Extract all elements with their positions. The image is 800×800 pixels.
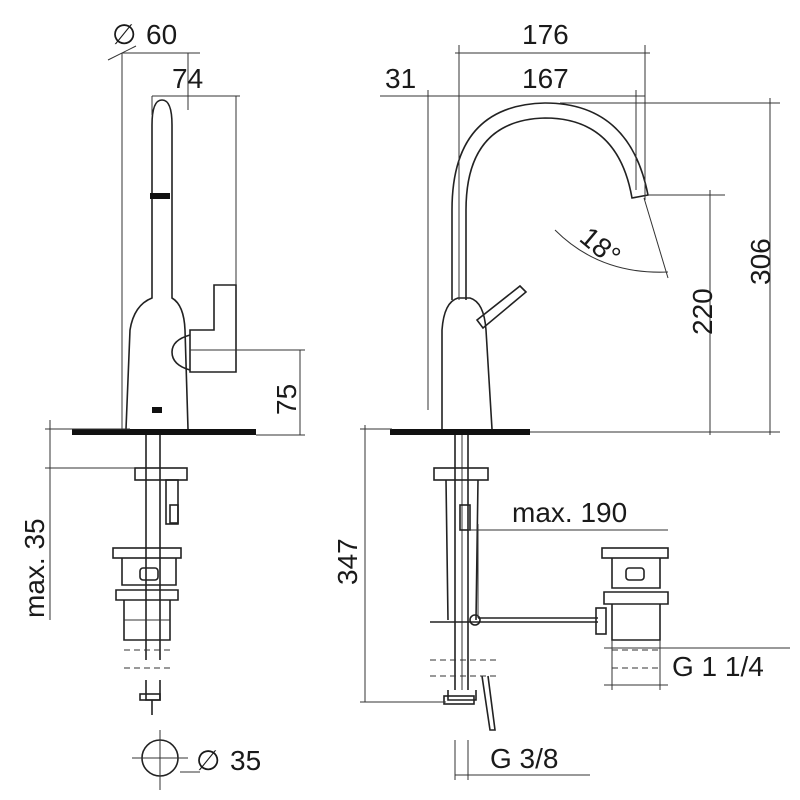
dim-front-total-height: 306 bbox=[745, 238, 776, 285]
dim-side-width: 74 bbox=[172, 63, 203, 94]
side-dimension-lines bbox=[45, 45, 305, 773]
dim-front-total-reach: 176 bbox=[522, 19, 569, 50]
dim-side-hole-diameter-symbol: ∅ bbox=[196, 745, 220, 776]
dim-front-spout-angle: 18° bbox=[574, 221, 626, 272]
dim-side-max-thickness: max. 35 bbox=[19, 518, 50, 618]
dim-front-waste-thread: G 1 1/4 bbox=[672, 651, 764, 682]
side-pull-rod-end bbox=[139, 680, 161, 715]
dim-front-offset: 31 bbox=[385, 63, 416, 94]
dim-front-supply-thread: G 3/8 bbox=[490, 743, 558, 774]
side-mounting-nut bbox=[134, 467, 188, 481]
dim-side-hole-diameter: 35 bbox=[230, 745, 261, 776]
front-lever bbox=[475, 284, 528, 330]
side-lever bbox=[189, 284, 237, 373]
front-mounting-nut bbox=[433, 467, 489, 481]
dim-front-spout-reach: 167 bbox=[522, 63, 569, 94]
side-aerator bbox=[150, 193, 170, 199]
front-faucet-body bbox=[441, 297, 493, 430]
side-logo bbox=[152, 407, 162, 413]
front-spout bbox=[451, 102, 649, 300]
dim-side-lever-height: 75 bbox=[271, 384, 302, 415]
front-dimension-lines bbox=[360, 45, 790, 780]
dim-front-below-counter: 347 bbox=[332, 538, 363, 585]
side-waste-valve bbox=[112, 547, 182, 669]
side-counter-plate bbox=[72, 429, 256, 435]
side-faucet-body bbox=[125, 99, 189, 430]
side-view bbox=[72, 99, 256, 790]
side-lever-hub bbox=[171, 334, 191, 371]
front-waste-valve bbox=[595, 547, 669, 669]
front-view bbox=[390, 102, 669, 731]
dim-front-outlet-height: 220 bbox=[687, 288, 718, 335]
front-counter-plate bbox=[390, 429, 530, 435]
dim-side-diameter-symbol: ∅ bbox=[112, 19, 136, 50]
dim-front-max-pull-rod: max. 190 bbox=[512, 497, 627, 528]
dim-side-diameter: 60 bbox=[146, 19, 177, 50]
